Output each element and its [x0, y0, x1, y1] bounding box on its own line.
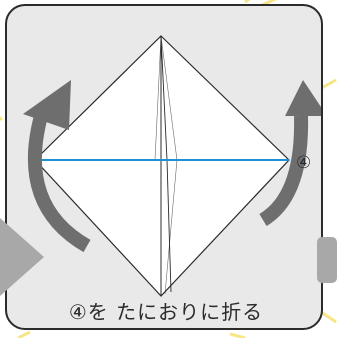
- prev-triangle-icon[interactable]: [0, 218, 44, 296]
- step-marker: ④: [296, 153, 312, 173]
- crease-flap-1: [160, 35, 168, 161]
- paper-diamond: [34, 35, 290, 297]
- crease-flap-2: [166, 159, 172, 293]
- crease-flap-3: [160, 35, 178, 161]
- crease-flap-5: [154, 35, 162, 161]
- fold-diagram: [23, 35, 321, 297]
- crease-flap-4: [164, 159, 178, 295]
- curved-up-arrow-left-icon: [23, 80, 91, 253]
- next-tab-icon[interactable]: [317, 237, 337, 283]
- instruction-caption: ④を たにおりに折る: [68, 300, 264, 324]
- diagram-panel: ④ ④を たにおりに折る: [5, 4, 323, 330]
- curved-up-arrow-right-icon: [259, 80, 321, 226]
